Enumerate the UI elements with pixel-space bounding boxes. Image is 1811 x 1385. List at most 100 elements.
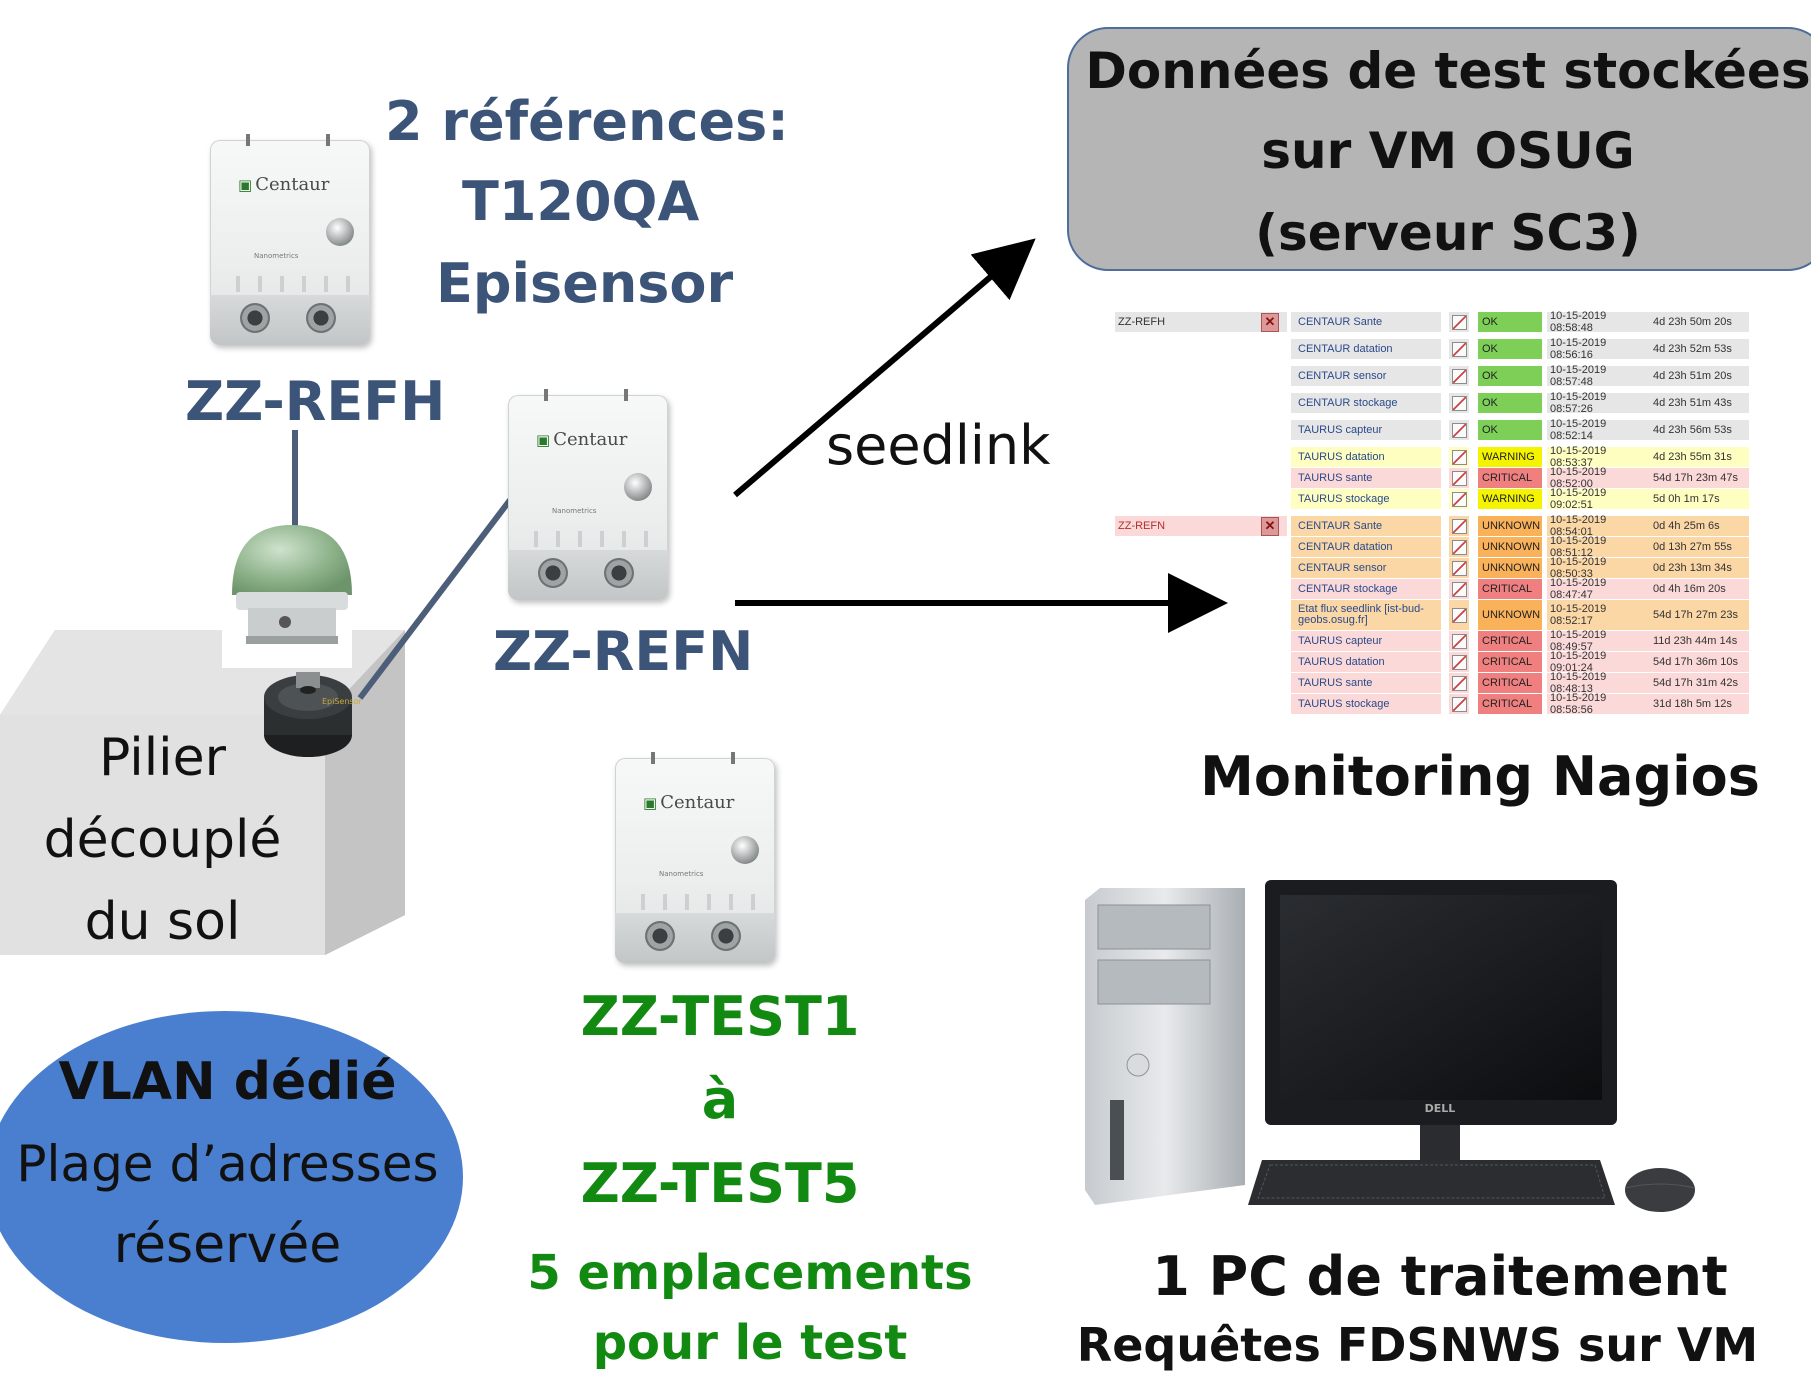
graph-icon[interactable] bbox=[1451, 633, 1467, 649]
duration: 0d 4h 16m 20s bbox=[1649, 579, 1749, 599]
svg-text:EpiSensor: EpiSensor bbox=[322, 697, 362, 706]
graph-cell bbox=[1449, 537, 1469, 557]
graph-icon[interactable] bbox=[1451, 607, 1467, 623]
duration: 0d 23h 13m 34s bbox=[1649, 558, 1749, 578]
duration: 54d 17h 31m 42s bbox=[1649, 673, 1749, 693]
service-link[interactable]: TAURUS sante bbox=[1291, 673, 1441, 693]
service-link[interactable]: CENTAUR stockage bbox=[1291, 393, 1441, 413]
graph-icon[interactable] bbox=[1451, 696, 1467, 712]
test-slots-line1: 5 emplacements bbox=[527, 1245, 973, 1301]
centaur-device-test: Centaur Nanometrics bbox=[615, 752, 775, 963]
last-check: 10-15-2019 09:02:51 bbox=[1547, 487, 1649, 511]
service-link[interactable]: TAURUS capteur bbox=[1291, 420, 1441, 440]
refn-connection-line bbox=[357, 498, 513, 700]
seedlink-arrow bbox=[733, 238, 1036, 498]
duration: 4d 23h 52m 53s bbox=[1649, 339, 1749, 359]
test-station-to: à bbox=[701, 1068, 739, 1131]
status-badge: WARNING bbox=[1478, 447, 1542, 467]
status-badge: OK bbox=[1478, 366, 1542, 386]
status-badge: CRITICAL bbox=[1478, 673, 1542, 693]
last-check: 10-15-2019 08:49:57 bbox=[1547, 629, 1649, 653]
graph-icon[interactable] bbox=[1451, 491, 1467, 507]
test-station-last: ZZ-TEST5 bbox=[580, 1152, 860, 1215]
disable-notifications-icon[interactable]: ✕ bbox=[1261, 516, 1279, 536]
nagios-row: Etat flux seedlink [ist-bud-geobs.osug.f… bbox=[1115, 600, 1755, 630]
service-link[interactable]: CENTAUR Sante bbox=[1291, 312, 1441, 332]
disable-notifications-icon[interactable]: ✕ bbox=[1261, 312, 1279, 332]
service-link[interactable]: TAURUS stockage bbox=[1291, 694, 1441, 714]
duration: 4d 23h 51m 20s bbox=[1649, 366, 1749, 386]
service-link[interactable]: TAURUS sante bbox=[1291, 468, 1441, 488]
service-link[interactable]: TAURUS stockage bbox=[1291, 489, 1441, 509]
references-t120qa: T120QA bbox=[462, 170, 700, 233]
test-slots-line2: pour le test bbox=[592, 1315, 908, 1371]
graph-cell bbox=[1449, 631, 1469, 651]
graph-cell bbox=[1449, 420, 1469, 440]
last-check: 10-15-2019 08:54:01 bbox=[1547, 514, 1649, 538]
service-link[interactable]: CENTAUR datation bbox=[1291, 537, 1441, 557]
storage-box bbox=[1067, 27, 1811, 271]
graph-icon[interactable] bbox=[1451, 314, 1467, 330]
centaur-brand: Centaur bbox=[643, 792, 734, 813]
service-link[interactable]: CENTAUR sensor bbox=[1291, 366, 1441, 386]
service-link[interactable]: TAURUS capteur bbox=[1291, 631, 1441, 651]
duration: 54d 17h 23m 47s bbox=[1649, 468, 1749, 488]
last-check: 10-15-2019 08:52:17 bbox=[1547, 600, 1649, 630]
graph-icon[interactable] bbox=[1451, 395, 1467, 411]
status-badge: OK bbox=[1478, 393, 1542, 413]
graph-icon[interactable] bbox=[1451, 470, 1467, 486]
graph-cell bbox=[1449, 447, 1469, 467]
centaur-device-refh: Centaur Nanometrics bbox=[210, 134, 370, 345]
service-link[interactable]: Etat flux seedlink [ist-bud-geobs.osug.f… bbox=[1291, 600, 1441, 630]
vlan-title: VLAN dédié bbox=[58, 1052, 397, 1112]
station-refh-label: ZZ-REFH bbox=[185, 370, 446, 433]
storage-line2: sur VM OSUG bbox=[1261, 122, 1635, 180]
service-link[interactable]: CENTAUR datation bbox=[1291, 339, 1441, 359]
graph-icon[interactable] bbox=[1451, 560, 1467, 576]
status-badge: UNKNOWN bbox=[1478, 516, 1542, 536]
graph-icon[interactable] bbox=[1451, 449, 1467, 465]
service-link[interactable]: TAURUS datation bbox=[1291, 447, 1441, 467]
duration: 4d 23h 56m 53s bbox=[1649, 420, 1749, 440]
graph-icon[interactable] bbox=[1451, 518, 1467, 534]
duration: 4d 23h 50m 20s bbox=[1649, 312, 1749, 332]
duration: 0d 4h 25m 6s bbox=[1649, 516, 1749, 536]
service-link[interactable]: CENTAUR sensor bbox=[1291, 558, 1441, 578]
graph-icon[interactable] bbox=[1451, 341, 1467, 357]
graph-icon[interactable] bbox=[1451, 368, 1467, 384]
duration: 11d 23h 44m 14s bbox=[1649, 631, 1749, 651]
graph-cell bbox=[1449, 579, 1469, 599]
pillar-label-line1: Pilier bbox=[99, 728, 226, 788]
status-badge: CRITICAL bbox=[1478, 694, 1542, 714]
episensor-sensor: EpiSensor bbox=[264, 672, 362, 757]
status-badge: UNKNOWN bbox=[1478, 600, 1542, 630]
service-link[interactable]: CENTAUR Sante bbox=[1291, 516, 1441, 536]
duration: 31d 18h 5m 12s bbox=[1649, 694, 1749, 714]
graph-icon[interactable] bbox=[1451, 539, 1467, 555]
service-link[interactable]: CENTAUR stockage bbox=[1291, 579, 1441, 599]
graph-icon[interactable] bbox=[1451, 675, 1467, 691]
pillar-label-line2: découplé bbox=[43, 810, 282, 870]
graph-icon[interactable] bbox=[1451, 422, 1467, 438]
graph-cell bbox=[1449, 694, 1469, 714]
monitoring-title: Monitoring Nagios bbox=[1200, 745, 1760, 808]
service-link[interactable]: TAURUS datation bbox=[1291, 652, 1441, 672]
graph-icon[interactable] bbox=[1451, 581, 1467, 597]
graph-cell bbox=[1449, 558, 1469, 578]
graph-icon[interactable] bbox=[1451, 654, 1467, 670]
centaur-device-refn: Centaur Nanometrics bbox=[508, 389, 668, 600]
last-check: 10-15-2019 08:53:37 bbox=[1547, 445, 1649, 469]
status-badge: OK bbox=[1478, 312, 1542, 332]
test-station-first: ZZ-TEST1 bbox=[580, 985, 860, 1048]
graph-cell bbox=[1449, 652, 1469, 672]
pc-subtitle: Requêtes FDSNWS sur VM bbox=[1076, 1318, 1759, 1372]
